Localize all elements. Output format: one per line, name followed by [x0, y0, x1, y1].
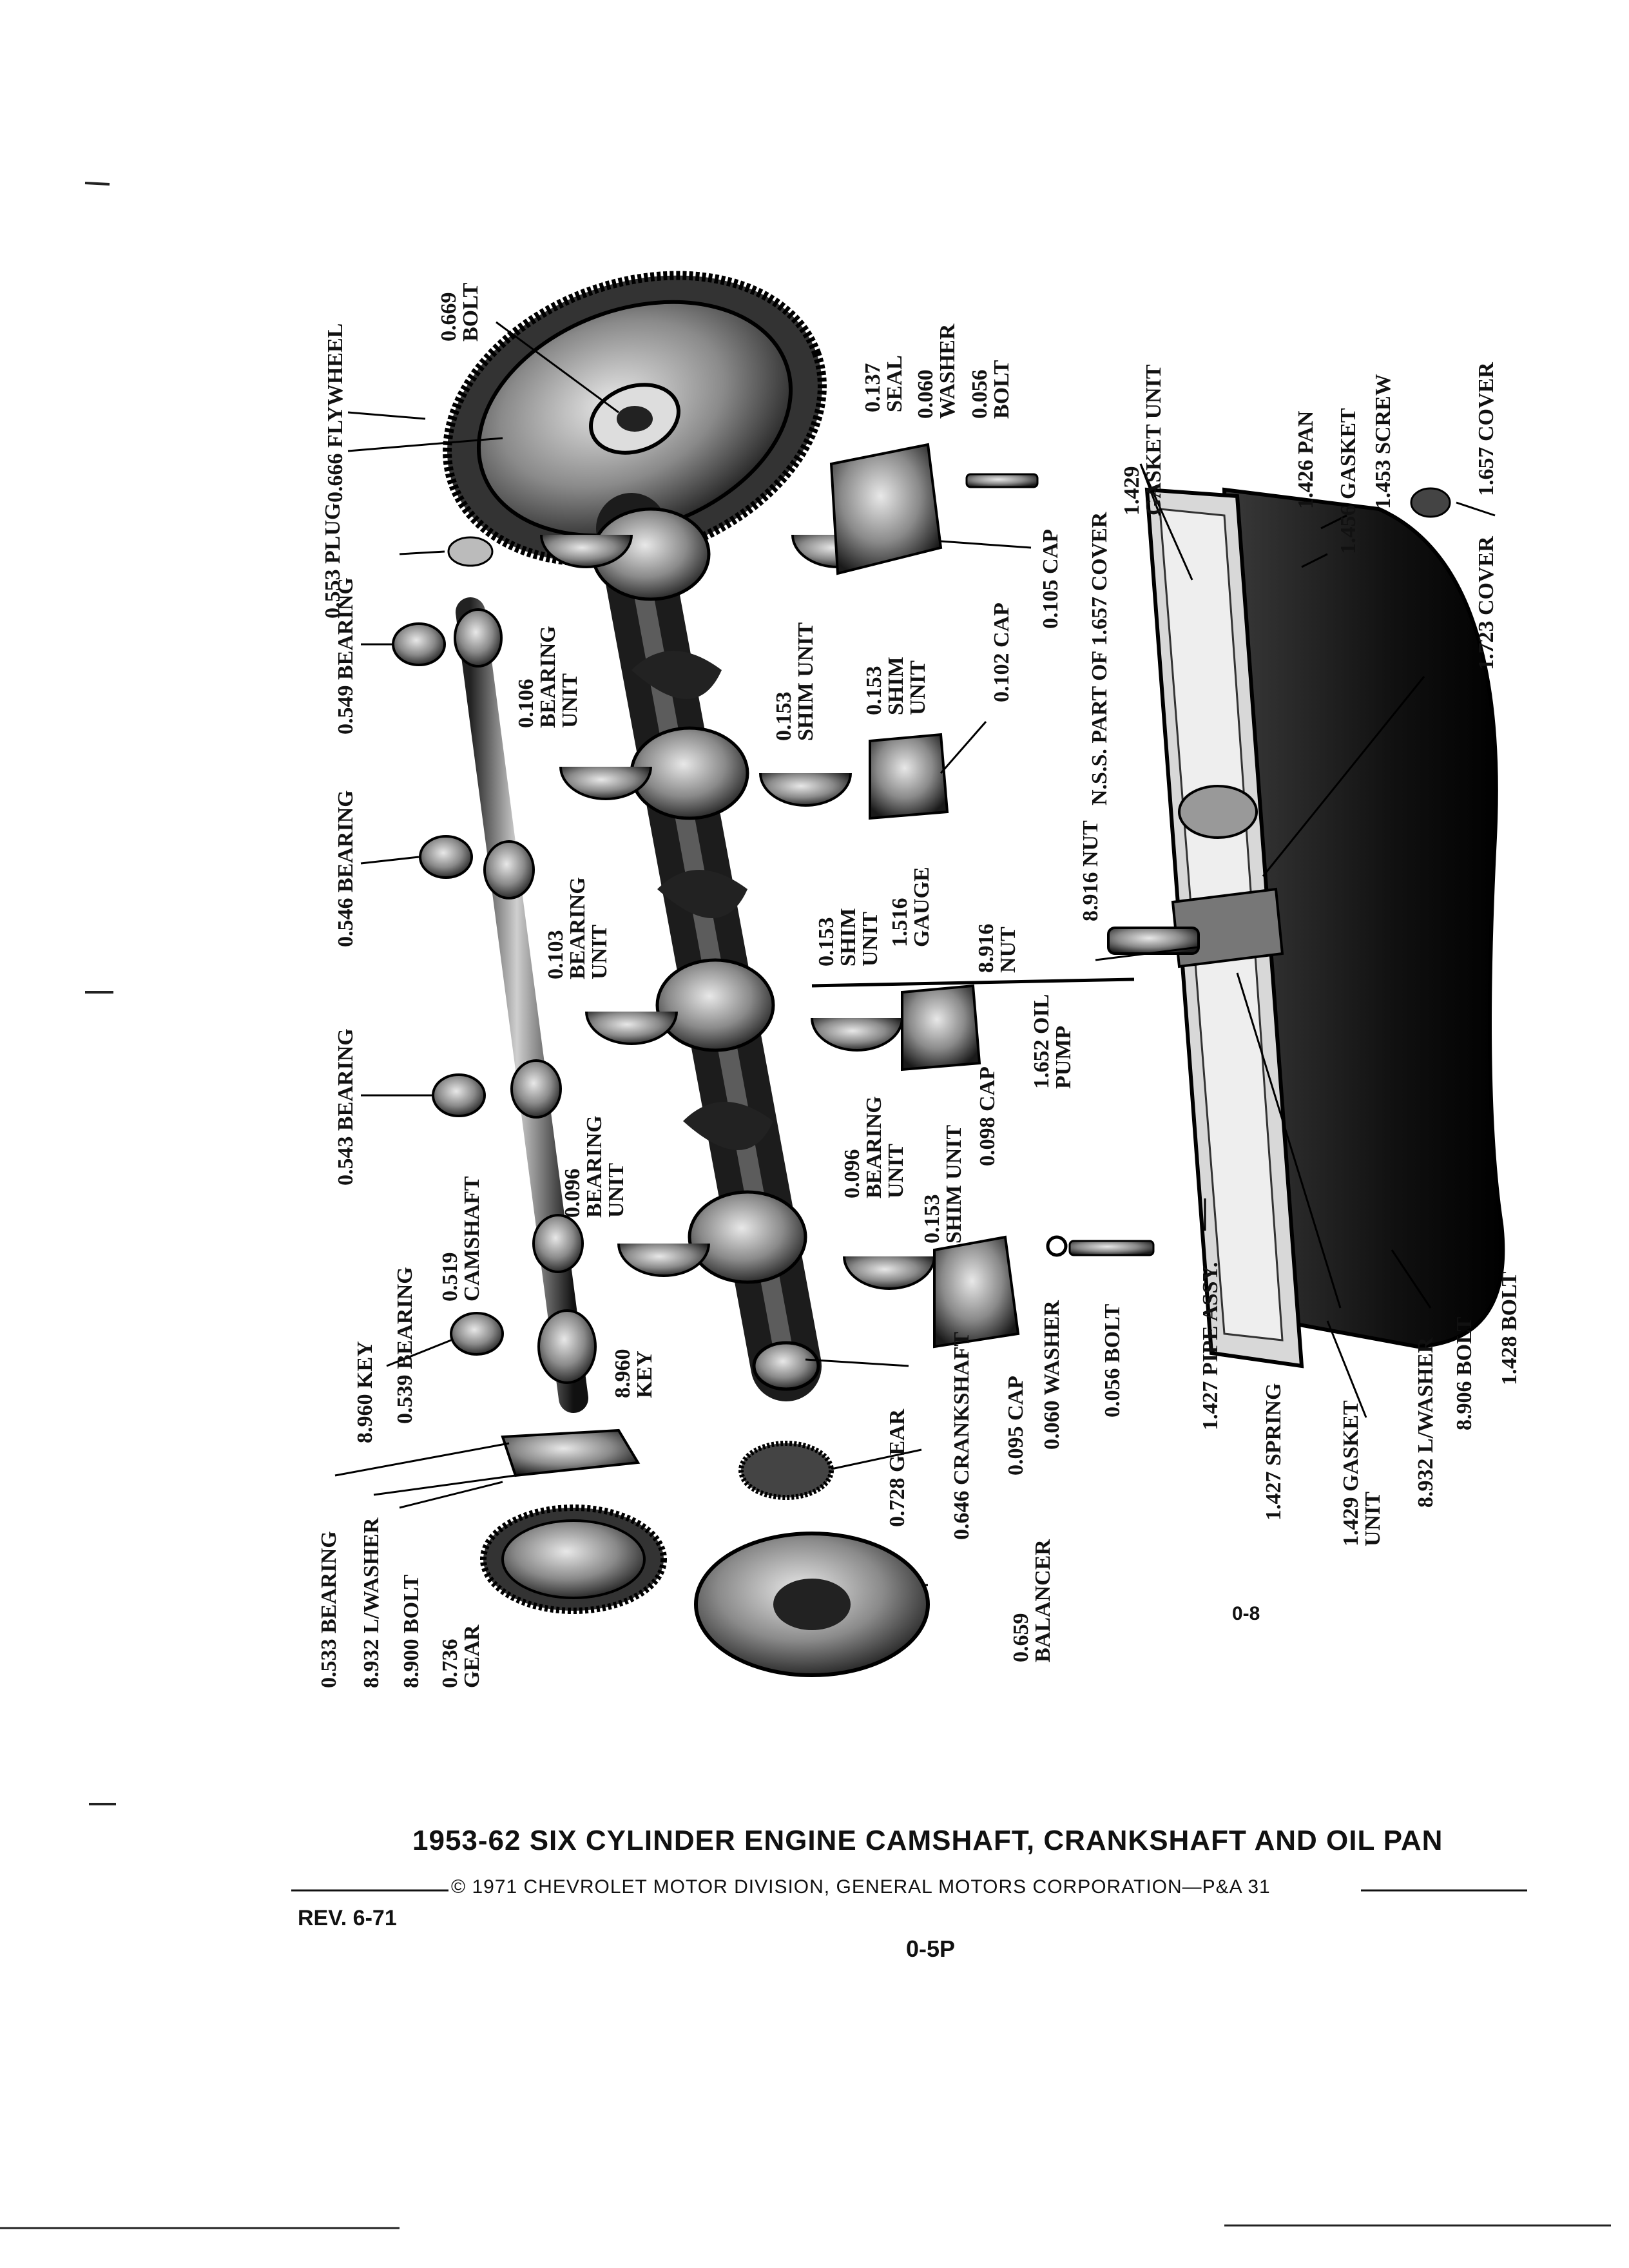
callout-nss-part: N.S.S. PART OF 1.657 COVER: [1088, 512, 1112, 805]
bolts: [965, 473, 1155, 1257]
callout-1453-screw: 1.453 SCREW: [1371, 374, 1395, 509]
callout-0095-cap: 0.095 CAP: [1004, 1376, 1028, 1475]
main-bearing-caps: [829, 443, 1020, 1349]
callout-1426-pan: 1.426 PAN: [1294, 410, 1318, 509]
callout-0666-flywheel: 0.666 FLYWHEEL: [323, 323, 347, 503]
callout-0533-bearing: 0.533 BEARING: [317, 1531, 341, 1688]
margin-mark: [84, 182, 110, 186]
callout-1428-bolt: 1.428 BOLT: [1498, 1271, 1521, 1385]
callout-1427-spring: 1.427 SPRING: [1262, 1383, 1286, 1521]
callout-8906-bolt: 8.906 BOLT: [1452, 1316, 1476, 1430]
callout-1427-pipe-assy: 1.427 PIPE ASSY.: [1199, 1262, 1222, 1430]
copyright-line: © 1971 CHEVROLET MOTOR DIVISION, GENERAL…: [451, 1876, 1271, 1898]
cam-bearings: [392, 622, 504, 1356]
callout-0543-bearing: 0.543 BEARING: [334, 1028, 358, 1186]
leader-lines: [334, 321, 1496, 1586]
callout-0546-bearing: 0.546 BEARING: [334, 790, 358, 947]
callout-0549-bearing: 0.549 BEARING: [334, 577, 358, 735]
balancer-part: [694, 1532, 930, 1677]
callout-8932-lwasher-left: 8.932 L/WASHER: [360, 1517, 383, 1689]
revision-label: REV. 6-71: [298, 1906, 397, 1930]
callout-0646-crankshaft: 0.646 CRANKSHAFT: [950, 1331, 974, 1540]
callout-0728-gear: 0.728 GEAR: [885, 1408, 909, 1527]
callout-8900-bolt: 8.900 BOLT: [400, 1574, 423, 1688]
callout-8916-nut-b: 8.916 NUT: [1079, 820, 1103, 921]
page-title: 1953-62 SIX CYLINDER ENGINE CAMSHAFT, CR…: [412, 1825, 1443, 1856]
callout-0102-cap: 0.102 CAP: [990, 602, 1014, 702]
figure-number: 0-8: [1232, 1603, 1260, 1624]
callout-0105-cap: 0.105 CAP: [1039, 529, 1063, 629]
callout-1657-cover: 1.657 COVER: [1474, 362, 1498, 496]
callout-0098-cap: 0.098 CAP: [976, 1066, 999, 1166]
callout-8932-lwasher-right: 8.932 L/WASHER: [1414, 1337, 1438, 1508]
callout-8960-key: 8.960 KEY: [353, 1341, 377, 1443]
callout-0539-bearing: 0.539 BEARING: [393, 1267, 417, 1424]
plug-part: [447, 536, 494, 567]
oil-pan-part: [1144, 487, 1505, 1369]
crankshaft-part: [591, 493, 822, 1401]
callout-1456-gasket: 1.456 GASKET: [1336, 408, 1360, 554]
callout-1723-cover: 1.723 COVER: [1474, 536, 1498, 670]
callout-0056-bolt-bottom: 0.056 BOLT: [1101, 1303, 1124, 1418]
callout-0060-washer-bottom: 0.060 WASHER: [1040, 1300, 1064, 1450]
page-number: 0-5P: [906, 1936, 956, 1962]
camshaft-part: [454, 597, 597, 1413]
timing-gears: [480, 1428, 834, 1614]
